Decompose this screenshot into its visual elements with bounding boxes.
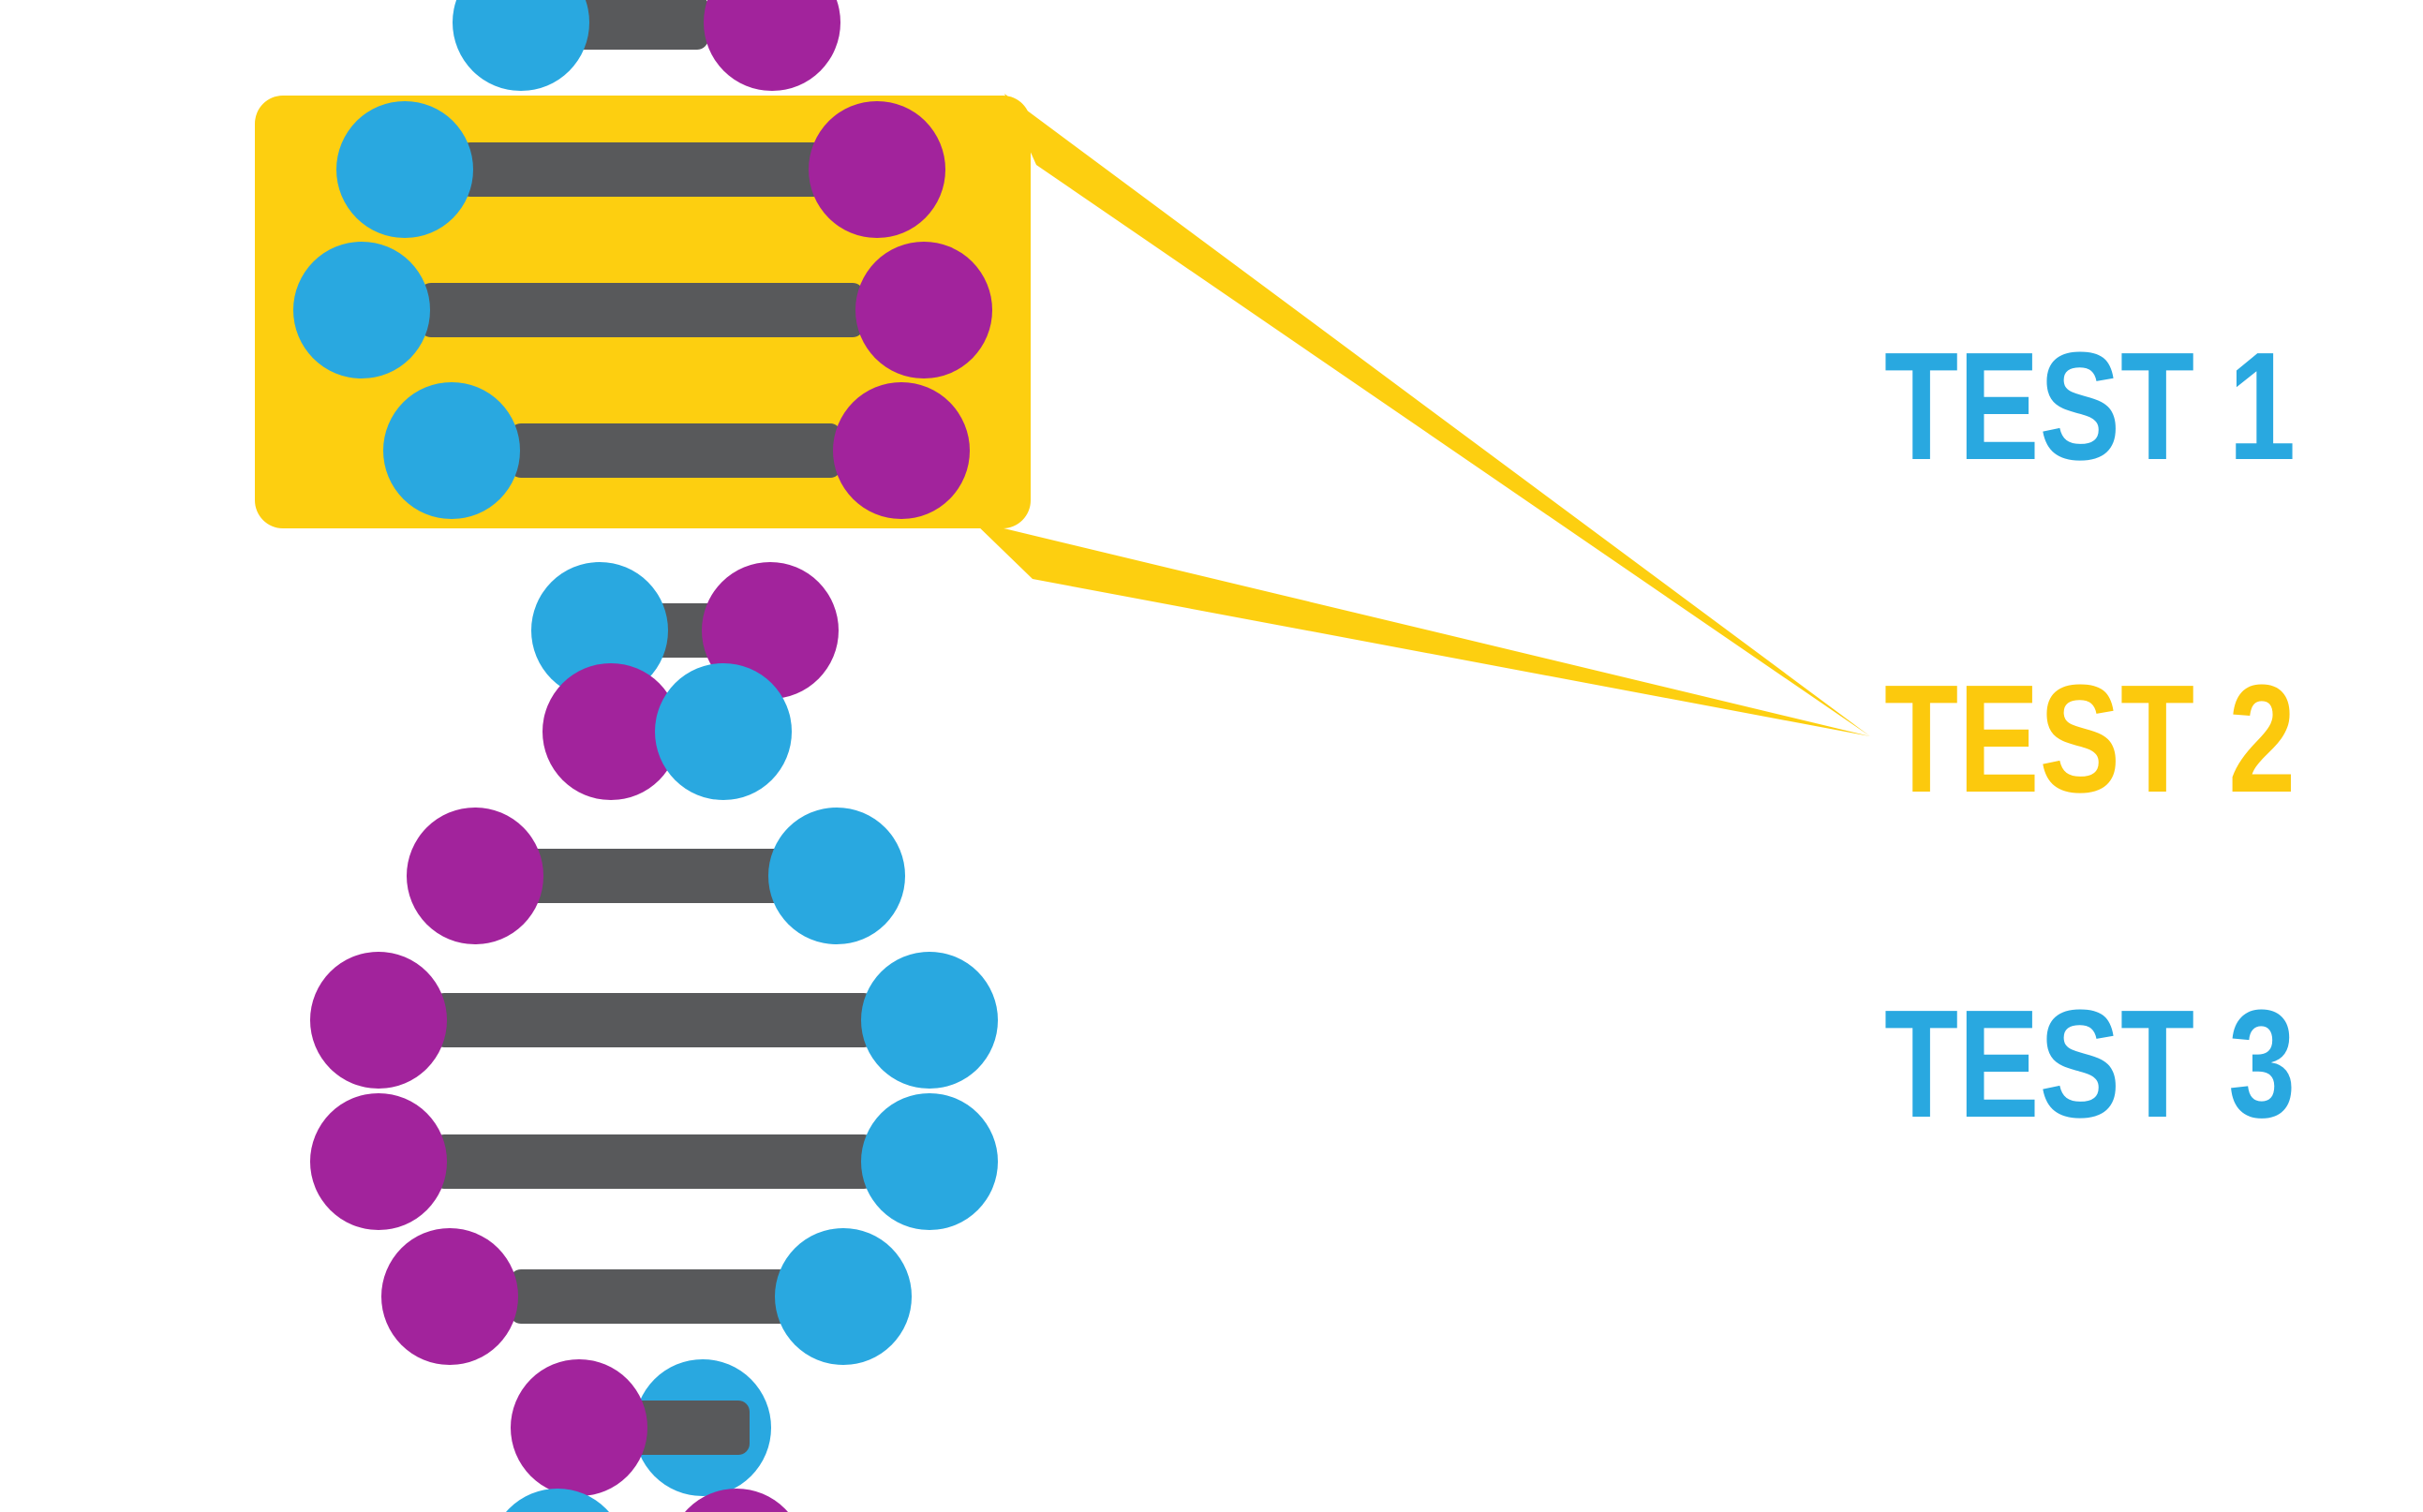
base-circle-magenta (704, 0, 840, 91)
base-circle-blue (506, 1489, 609, 1512)
base-circle-blue (383, 382, 520, 519)
callout-wedge-upper (1004, 94, 1870, 736)
base-pair-bar (510, 423, 841, 478)
base-pair-bar (459, 142, 825, 197)
base-pair-bar (525, 849, 787, 903)
base-circle-blue (861, 952, 998, 1089)
base-circle-blue (775, 1228, 912, 1365)
base-circle-magenta (310, 952, 447, 1089)
base-circle-magenta (407, 808, 543, 944)
label-test-3: TEST 3 (1884, 978, 2297, 1149)
base-circle-magenta (855, 242, 992, 378)
callout-wedge-lower (973, 521, 1870, 736)
base-pair-bar (562, 0, 708, 50)
base-pair-bar (420, 283, 864, 337)
base-pair-bar (510, 1269, 791, 1324)
base-circle-blue (453, 0, 589, 91)
base-pair-bar (433, 1134, 875, 1189)
base-circle-blue (768, 808, 905, 944)
base-circle-blue (293, 242, 430, 378)
base-circle-blue (655, 663, 792, 800)
label-test-1: TEST 1 (1884, 320, 2297, 492)
label-test-2: TEST 2 (1884, 653, 2297, 824)
base-circle-blue (336, 101, 473, 238)
base-pair-bar (433, 993, 875, 1047)
base-circle-magenta (809, 101, 945, 238)
base-circle-magenta (685, 1489, 788, 1512)
base-circle-magenta (833, 382, 970, 519)
base-circle-magenta (543, 663, 679, 800)
base-circle-magenta (381, 1228, 518, 1365)
base-circle-magenta (310, 1093, 447, 1230)
base-circle-blue (861, 1093, 998, 1230)
base-circle-magenta (511, 1359, 647, 1496)
base-circle-blue (531, 562, 668, 699)
